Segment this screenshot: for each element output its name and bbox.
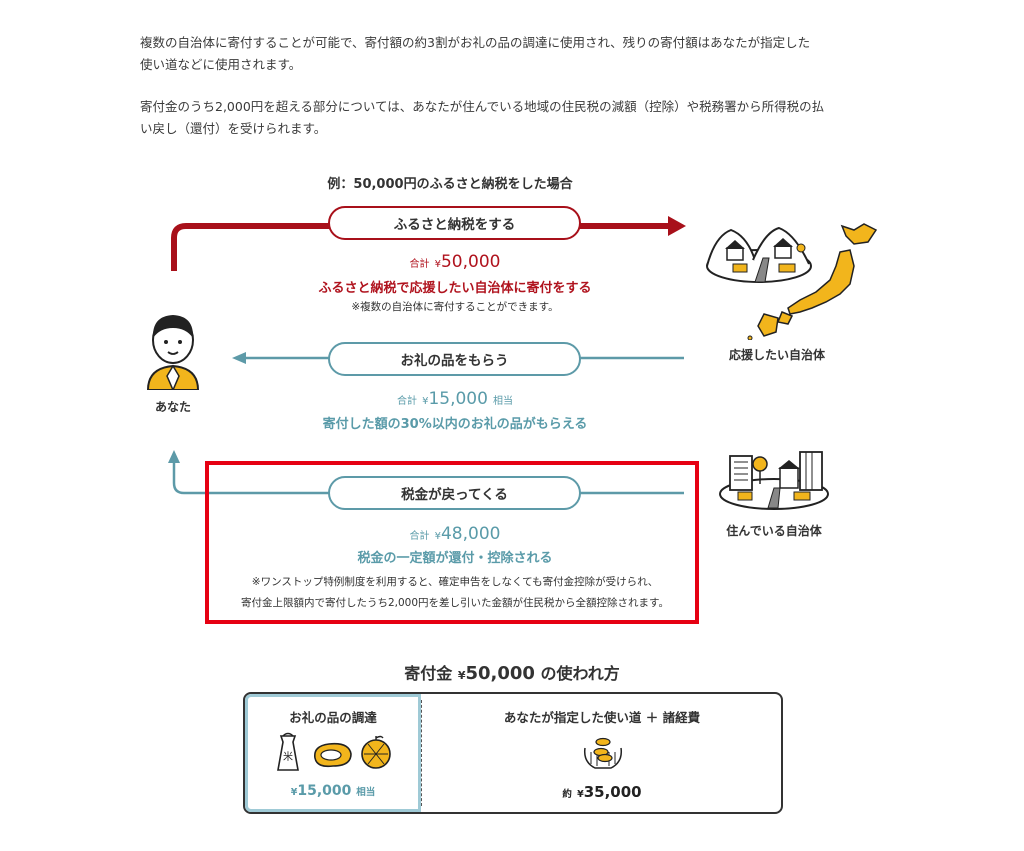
amount-value: 15,000 (428, 389, 488, 409)
svg-text:米: 米 (283, 750, 293, 763)
usage-title-prefix: 寄付金 (404, 664, 453, 683)
flow-donate-total: 合計 ¥50,000 (270, 252, 640, 272)
total-prefix: 合計 (409, 531, 430, 542)
yen-sign: ¥ (434, 259, 441, 270)
amount-suffix: 相当 (493, 396, 514, 407)
town-icon (718, 448, 830, 510)
flow-donate-note: ※複数の自治体に寄付することができます。 (351, 301, 559, 313)
flow-gifts-total: 合計 ¥15,000 相当 (270, 389, 640, 409)
intro-p1-line1: 複数の自治体に寄付することが可能で、寄付額の約3割がお礼の品の調達に使用され、残… (140, 35, 811, 50)
highlight-box (205, 461, 699, 624)
amount-value: 35,000 (583, 783, 642, 801)
amount-value: 50,000 (440, 252, 501, 272)
usage-box: お礼の品の調達 米 ¥15,000 相当 あなたが指定した使い道 ＋ 諸経費 (243, 692, 783, 814)
rice-bag-icon: 米 (275, 730, 301, 772)
flow-tax-pill: 税金が戻ってくる (328, 476, 581, 510)
intro-p2-line2: い戻し（還付）を受けられます。 (140, 121, 327, 136)
approx-prefix: 約 (562, 789, 572, 800)
total-prefix: 合計 (396, 396, 417, 407)
usage-designated-amount: 約 ¥35,000 (421, 783, 781, 801)
usage-gifts-panel (245, 694, 421, 812)
you-label: あなた (154, 400, 191, 414)
meat-icon (311, 740, 353, 770)
usage-title-suffix: の使われ方 (540, 664, 620, 683)
diagram-caption: 例：50,000円のふるさと納税をした場合 (327, 177, 573, 192)
melon-icon (359, 734, 393, 770)
flow-donate-pill: ふるさと納税をする (328, 206, 581, 240)
amount-value: 15,000 (297, 783, 352, 799)
intro-paragraph-2: 寄付金のうち2,000円を超える部分については、あなたが住んでいる地域の住民税の… (140, 96, 890, 140)
usage-divider (421, 700, 422, 806)
flow-tax-desc: 税金の一定額が還付・控除される (357, 551, 553, 566)
amount-value: 48,000 (440, 524, 501, 544)
home-municipality-label: 住んでいる自治体 (726, 524, 822, 538)
village-icon (705, 222, 813, 284)
flow-tax-note-1: ※ワンストップ特例制度を利用すると、確定申告をしなくても寄付金控除が受けられ、 (251, 576, 659, 588)
flow-donate-desc: ふるさと納税で応援したい自治体に寄付をする (318, 281, 592, 296)
usage-title: 寄付金 ¥50,000 の使われ方 (0, 660, 1024, 684)
usage-designated-heading: あなたが指定した使い道 ＋ 諸経費 (503, 710, 701, 725)
coin-hands-icon (581, 732, 625, 772)
usage-gifts-heading: お礼の品の調達 (289, 710, 377, 725)
flow-gifts-desc: 寄付した額の30%以内のお礼の品がもらえる (322, 417, 588, 432)
flow-tax-note-2: 寄付金上限額内で寄付したうち2,000円を差し引いた金額が住民税から全額控除され… (240, 597, 669, 609)
flow-tax-total: 合計 ¥48,000 (270, 524, 640, 544)
yen-sign: ¥ (457, 669, 466, 682)
intro-paragraph-1: 複数の自治体に寄付することが可能で、寄付額の約3割がお礼の品の調達に使用され、残… (140, 32, 890, 76)
support-municipality-label: 応援したい自治体 (728, 348, 825, 362)
person-icon (140, 306, 206, 392)
flow-gifts-pill: お礼の品をもらう (328, 342, 581, 376)
yen-sign: ¥ (577, 789, 584, 800)
intro-p1-line2: 使い道などに使用されます。 (140, 57, 302, 72)
yen-sign: ¥ (422, 396, 429, 407)
yen-sign: ¥ (290, 787, 298, 798)
usage-gifts-amount: ¥15,000 相当 (245, 783, 421, 799)
japan-map-icon (742, 222, 882, 341)
intro-p2-line1: 寄付金のうち2,000円を超える部分については、あなたが住んでいる地域の住民税の… (140, 99, 825, 114)
total-prefix: 合計 (409, 259, 430, 270)
amount-suffix: 相当 (356, 787, 376, 798)
usage-title-amount: 50,000 (465, 663, 535, 684)
yen-sign: ¥ (434, 531, 441, 542)
